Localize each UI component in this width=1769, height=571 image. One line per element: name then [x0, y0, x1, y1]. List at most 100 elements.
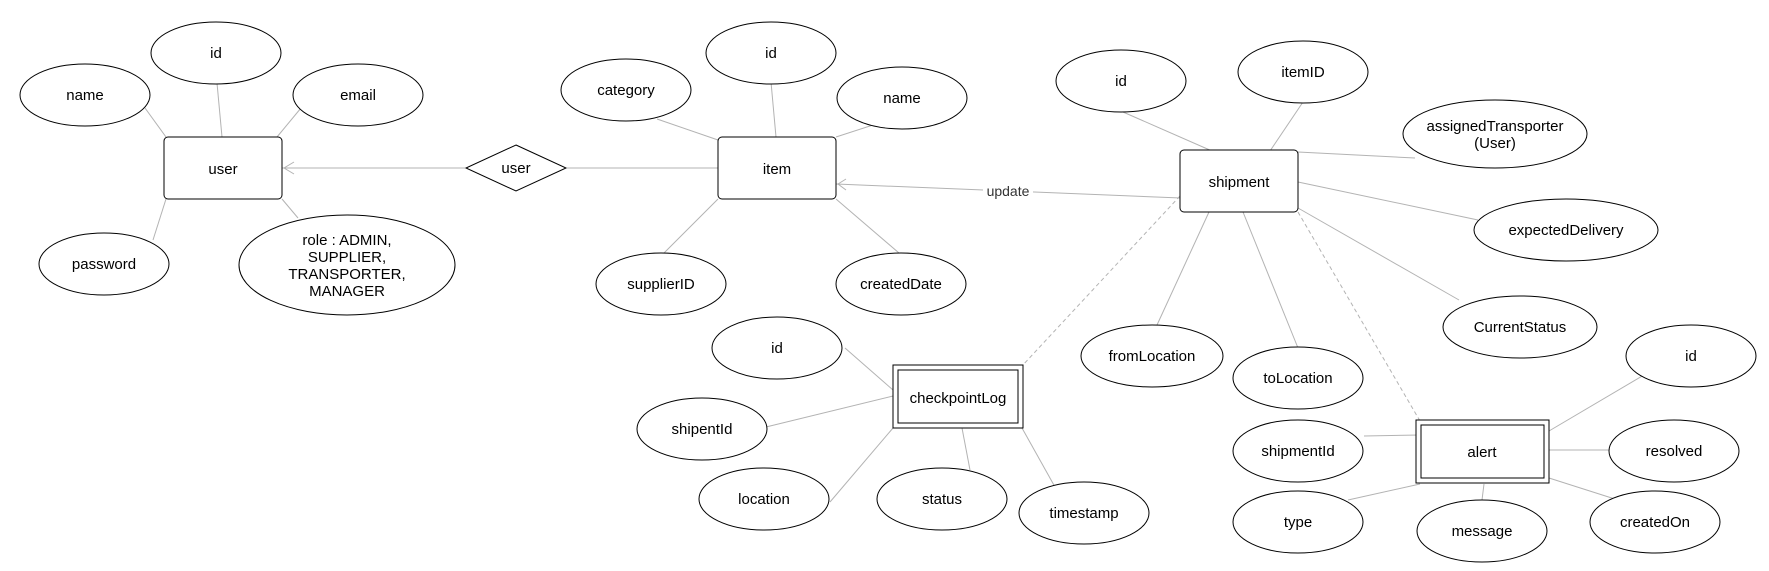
svg-text:name: name — [66, 87, 104, 104]
svg-text:(User): (User) — [1474, 135, 1516, 152]
entity-shipment[interactable]: shipment — [1179, 149, 1299, 213]
entity-box-outer — [892, 364, 1024, 429]
svg-text:createdOn: createdOn — [1620, 514, 1690, 531]
edge-label-text: update — [987, 183, 1030, 199]
entity-box — [163, 136, 283, 200]
svg-text:id: id — [771, 340, 783, 357]
entity-box-outer — [1415, 419, 1550, 484]
attribute-user-password[interactable]: password — [38, 232, 170, 296]
attribute-checkpointLog-status[interactable]: status — [876, 467, 1008, 531]
attribute-user-id[interactable]: id — [150, 21, 282, 85]
svg-text:timestamp: timestamp — [1049, 505, 1118, 522]
svg-text:id: id — [1685, 348, 1697, 365]
svg-text:fromLocation: fromLocation — [1109, 348, 1196, 365]
connector-user-id — [216, 82, 223, 138]
connector-alert-shipmentId — [1363, 434, 1421, 437]
attribute-checkpointLog-location[interactable]: location — [698, 467, 830, 531]
svg-text:CurrentStatus: CurrentStatus — [1474, 319, 1567, 336]
attribute-alert-type[interactable]: type — [1232, 490, 1364, 554]
entity-user[interactable]: user — [163, 136, 283, 200]
entity-box — [717, 136, 837, 200]
connector-checkpointLog-id — [844, 347, 894, 391]
attribute-shipment-CurrentStatus[interactable]: CurrentStatus — [1442, 295, 1598, 359]
svg-text:expectedDelivery: expectedDelivery — [1508, 222, 1624, 239]
entity-checkpointLog[interactable]: checkpointLog — [892, 364, 1024, 429]
attribute-shipment-assignedTransporter[interactable]: assignedTransporter (User) — [1402, 99, 1588, 169]
svg-text:toLocation: toLocation — [1263, 370, 1332, 387]
connector-user-password — [152, 198, 167, 241]
connector-alert-type — [1347, 483, 1421, 501]
attribute-user-email[interactable]: email — [292, 63, 424, 127]
connector-shipment-expectedDelivery — [1297, 181, 1479, 221]
attribute-item-supplierID[interactable]: supplierID — [595, 252, 727, 316]
connector-user-name — [144, 107, 167, 138]
connector-item-name — [835, 124, 874, 138]
attribute-checkpointLog-id[interactable]: id — [711, 316, 843, 380]
svg-text:category: category — [597, 82, 655, 99]
svg-text:id: id — [210, 45, 222, 62]
entity-box — [1179, 149, 1299, 213]
connector-user-email — [276, 107, 302, 138]
connector-item-category — [656, 118, 719, 141]
attribute-shipment-itemID[interactable]: itemID — [1237, 40, 1369, 104]
attribute-user-role[interactable]: role : ADMIN, SUPPLIER, TRANSPORTER, MAN… — [238, 214, 456, 316]
connector-alert-id — [1548, 371, 1650, 432]
connector-checkpointLog-shipentId — [765, 395, 894, 428]
entity-alert[interactable]: alert — [1415, 419, 1550, 484]
connector-shipment-fromLocation — [1156, 211, 1210, 326]
svg-text:shipentId: shipentId — [672, 421, 733, 438]
edge-label-background — [983, 182, 1033, 200]
attribute-shipment-toLocation[interactable]: toLocation — [1232, 346, 1364, 410]
svg-text:id: id — [1115, 73, 1127, 90]
attribute-checkpointLog-timestamp[interactable]: timestamp — [1018, 481, 1150, 545]
attribute-alert-id[interactable]: id — [1625, 324, 1757, 388]
entity-label: item — [763, 161, 791, 178]
svg-text:email: email — [340, 87, 376, 104]
connector-shipment-checkpointLog — [1021, 195, 1181, 367]
attribute-checkpointLog-shipentId[interactable]: shipentId — [636, 397, 768, 461]
relationship-diamond — [464, 144, 568, 192]
svg-text:location: location — [738, 491, 790, 508]
connector-shipment-alert — [1297, 211, 1421, 422]
svg-text:createdDate: createdDate — [860, 276, 942, 293]
connector-alert-message — [1481, 483, 1485, 501]
entity-label: shipment — [1209, 174, 1271, 191]
svg-text:TRANSPORTER,: TRANSPORTER, — [288, 266, 405, 283]
attribute-item-name[interactable]: name — [836, 66, 968, 130]
edge-label-update: update — [983, 182, 1033, 200]
connector-shipment-CurrentStatus — [1297, 207, 1460, 301]
relationship-user[interactable]: user — [464, 144, 568, 192]
svg-text:MANAGER: MANAGER — [309, 283, 385, 300]
svg-text:supplierID: supplierID — [627, 276, 695, 293]
attribute-item-id[interactable]: id — [705, 21, 837, 85]
svg-text:resolved: resolved — [1646, 443, 1703, 460]
svg-text:role : ADMIN,: role : ADMIN, — [302, 232, 391, 249]
entity-item[interactable]: item — [717, 136, 837, 200]
attribute-shipment-expectedDelivery[interactable]: expectedDelivery — [1473, 198, 1659, 262]
svg-text:password: password — [72, 256, 136, 273]
svg-text:name: name — [883, 90, 921, 107]
attribute-shipment-id[interactable]: id — [1055, 49, 1187, 113]
connector-shipment-itemID — [1269, 101, 1304, 152]
attribute-alert-shipmentId[interactable]: shipmentId — [1232, 419, 1364, 483]
svg-text:id: id — [765, 45, 777, 62]
connector-item-id — [770, 81, 777, 138]
entity-box-inner — [1420, 424, 1545, 479]
connector-shipment-id — [1122, 111, 1213, 152]
attribute-item-category[interactable]: category — [560, 58, 692, 122]
attribute-item-createdDate[interactable]: createdDate — [835, 252, 967, 316]
attribute-alert-createdOn[interactable]: createdOn — [1589, 490, 1721, 554]
attribute-alert-message[interactable]: message — [1416, 499, 1548, 563]
svg-text:status: status — [922, 491, 962, 508]
connector-user-role — [281, 198, 299, 219]
svg-text:assignedTransporter: assignedTransporter — [1426, 118, 1563, 135]
attribute-alert-resolved[interactable]: resolved — [1608, 419, 1740, 483]
connector-alert-createdOn — [1548, 477, 1619, 501]
svg-text:itemID: itemID — [1281, 64, 1325, 81]
attribute-user-name[interactable]: name — [19, 63, 151, 127]
entity-label: checkpointLog — [910, 390, 1007, 407]
attribute-shipment-fromLocation[interactable]: fromLocation — [1080, 324, 1224, 388]
svg-text:shipmentId: shipmentId — [1261, 443, 1334, 460]
connector-checkpointLog-location — [829, 427, 894, 503]
